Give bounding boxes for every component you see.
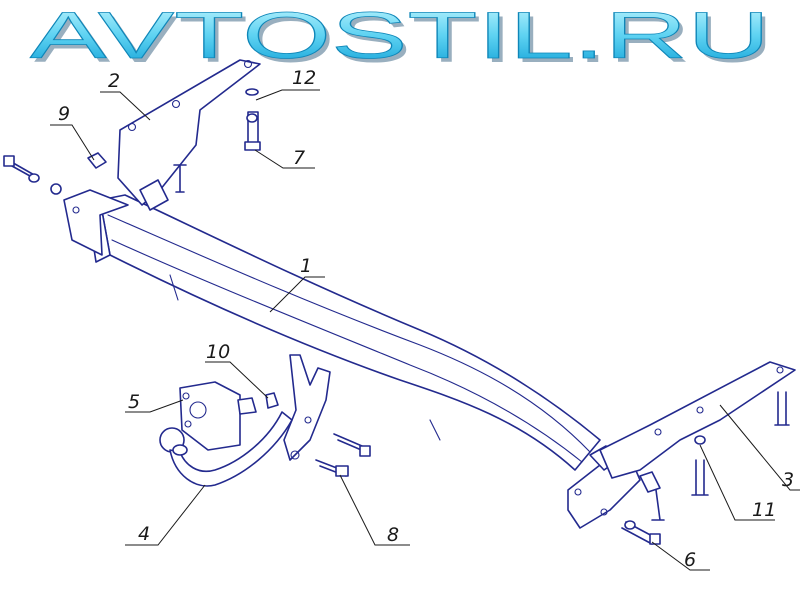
right-bracket <box>599 361 796 479</box>
brand-shadow: AVTOSTIL.RU <box>34 2 774 70</box>
brand-logo: AVTOSTIL.RU AVTOSTIL.RU <box>30 0 774 70</box>
center-bolt-set <box>315 433 371 477</box>
callout-4: 4 <box>138 523 150 545</box>
callout-1: 1 <box>300 255 312 277</box>
main-beam <box>87 194 601 471</box>
callout-10: 10 <box>206 341 230 363</box>
callout-9: 9 <box>58 103 70 125</box>
left-end-plate <box>63 189 129 256</box>
tow-ball <box>159 411 293 487</box>
callout-12: 12 <box>292 67 316 89</box>
callout-6: 6 <box>684 549 696 571</box>
leader-lines <box>50 89 800 571</box>
callout-11: 11 <box>752 499 776 521</box>
left-bracket <box>117 59 261 211</box>
top-bolt-set <box>244 88 261 151</box>
callout-5: 5 <box>128 391 140 413</box>
brand-header: AVTOSTIL.RU AVTOSTIL.RU <box>0 0 800 70</box>
callout-3: 3 <box>782 469 794 491</box>
socket-plate <box>179 381 279 451</box>
right-bolt-set <box>621 391 790 545</box>
callout-7: 7 <box>293 147 305 169</box>
center-bracket <box>283 354 331 461</box>
callout-8: 8 <box>387 524 399 546</box>
callout-2: 2 <box>108 70 120 92</box>
callout-labels: 1 2 3 4 5 6 7 8 9 10 11 12 <box>58 67 794 571</box>
brand-title: AVTOSTIL.RU <box>30 0 770 70</box>
